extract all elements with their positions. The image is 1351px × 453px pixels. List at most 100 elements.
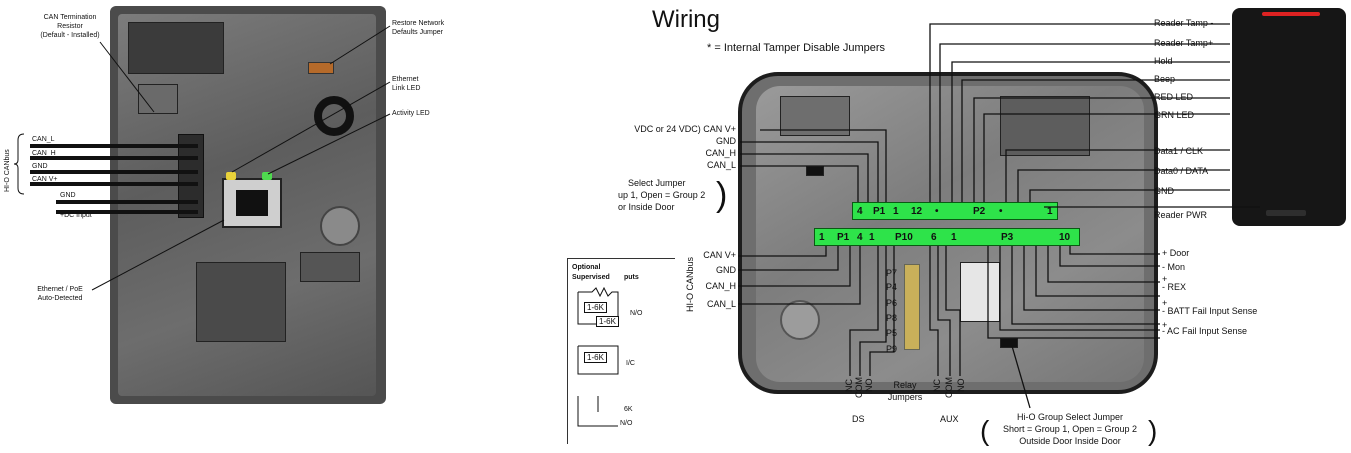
eth-link-label-2: Link LED [392, 85, 421, 92]
no-label: N/O [630, 310, 643, 317]
ds-label: DS [852, 414, 865, 424]
aux-nc: NC [932, 379, 942, 392]
relay-label-2: Jumpers [887, 392, 923, 402]
gnd-label: GND [32, 163, 48, 170]
can-term-label-1: CAN Termination [43, 14, 97, 21]
hio-label-2: Short = Group 1, Open = Group 2 [1002, 424, 1138, 434]
poe-label-2: Auto-Detected [37, 295, 83, 302]
bp1-right-pin: 4 [857, 231, 863, 243]
activity-label: Activity LED [392, 110, 430, 117]
rex-plus: + [1162, 274, 1168, 284]
wire-dc-input [56, 210, 198, 214]
p3-right-pin: 10 [1059, 231, 1071, 243]
can-l-label: CAN_L [32, 136, 55, 143]
aux-no: NO [956, 378, 966, 393]
top-terminal-strip: 4 P1 1 12 • P2 • 1 [852, 202, 1058, 220]
ds-nc: NC [844, 379, 854, 392]
link-led [226, 172, 236, 180]
p2-right-pin: 1 [1047, 205, 1053, 217]
relay-jumper-block [904, 264, 920, 350]
ds-no: NO [864, 378, 874, 393]
aux-label: AUX [940, 414, 959, 424]
data0-label: Data0 / DATA [1154, 166, 1209, 176]
nc-label: I/C [626, 360, 635, 367]
hold-label: Hold [1154, 56, 1173, 66]
relay-label-1: Relay [893, 380, 917, 390]
board-component [300, 252, 360, 282]
p10-right-pin: 6 [931, 231, 937, 243]
bp1-left-pin: 1 [819, 231, 825, 243]
batt-minus: - BATT Fail Input Sense [1162, 306, 1258, 316]
select-jumper-paren: ) [716, 176, 728, 214]
can-term-label-3: (Default - Installed) [40, 32, 100, 39]
board-component [780, 96, 850, 136]
reader-red-led [1262, 12, 1320, 16]
supervised-side: puts [624, 274, 639, 281]
board-component [138, 84, 178, 114]
resistor-1: 1-6K [584, 302, 607, 313]
p10-left-pin: 1 [869, 231, 875, 243]
gnd-bottom: GND [716, 265, 736, 275]
activity-led [262, 172, 272, 180]
bp1-label: P1 [837, 231, 850, 243]
p3-left-pin: 1 [951, 231, 957, 243]
wiring-title: Wiring [652, 6, 721, 33]
hio-paren-left: ( [980, 415, 990, 446]
p2-left-pin: 12 [911, 205, 923, 217]
can-l-top: CAN_L [706, 160, 736, 170]
relay-pin-p4: P4 [886, 282, 898, 292]
can-v-label: CAN V+ [32, 176, 58, 183]
hio-label-3: Outside Door Inside Door [1019, 436, 1121, 446]
restore-label-1: Restore Network [392, 20, 445, 27]
board-component [128, 22, 224, 74]
ethernet-port [222, 178, 282, 228]
supervised-title-2: Supervised [572, 274, 610, 281]
reader-tamp-minus: Reader Tamp - [1154, 18, 1214, 28]
ac-minus: - AC Fail Input Sense [1162, 326, 1248, 336]
supervised-title-1: Optional [572, 264, 601, 271]
poe-label-1: Ethernet / PoE [37, 286, 83, 293]
p1-label: P1 [873, 205, 886, 217]
resistor-4: 6K [624, 406, 633, 413]
can-v-bottom: CAN V+ [703, 250, 736, 260]
ds-com: COM [854, 377, 864, 398]
supervised-inputs-box [567, 258, 675, 444]
relay-pin-p9: P9 [886, 344, 898, 354]
can-term-label-2: Resistor [57, 23, 83, 30]
relay-pin-p5: P5 [886, 328, 898, 338]
wire-can-h [30, 156, 198, 160]
reader-logo [1266, 210, 1306, 216]
door-plus: + Door [1162, 248, 1190, 258]
relay-pin-p6: P6 [886, 298, 898, 308]
grn-led-label: GRN LED [1154, 110, 1195, 120]
wire-dc-gnd [56, 200, 198, 204]
card-reader [1232, 8, 1346, 226]
left-leader-lines [13, 25, 391, 291]
restore-jumper [308, 62, 334, 74]
resistor-3: 1-6K [584, 352, 607, 363]
can-v-plus-top: VDC or 24 VDC) CAN V+ [634, 124, 736, 134]
beep-label: Beep [1154, 74, 1176, 84]
resistor-2: 1-6K [596, 316, 619, 327]
wire-gnd [30, 170, 198, 174]
restore-label-2: Defaults Jumper [392, 29, 443, 36]
mon-minus: - Mon [1162, 262, 1186, 272]
tamper-dot-2: • [999, 205, 1003, 217]
reader-pwr-label: Reader PWR [1154, 210, 1208, 220]
canbus-terminal-block [178, 134, 204, 218]
select-jumper-2: up 1, Open = Group 2 [618, 190, 706, 200]
bottom-terminal-strip: 1 P1 4 1 P10 6 1 P3 10 [814, 228, 1080, 246]
board-processor-chip [196, 262, 286, 342]
select-jumper-3: or Inside Door [618, 202, 675, 212]
can-h-bottom: CAN_H [705, 281, 736, 291]
data1-label: Data1 / CLK [1154, 146, 1204, 156]
gnd-top: GND [716, 136, 736, 146]
p1-right-pin: 1 [893, 205, 899, 217]
gnd2-label: GND [60, 192, 76, 199]
board-component [960, 262, 1000, 322]
board-component [1000, 96, 1090, 156]
battery-holder [320, 206, 360, 246]
right-wiring-lines [738, 23, 1260, 409]
aux-com: COM [944, 377, 954, 398]
ac-plus: + [1162, 320, 1168, 330]
